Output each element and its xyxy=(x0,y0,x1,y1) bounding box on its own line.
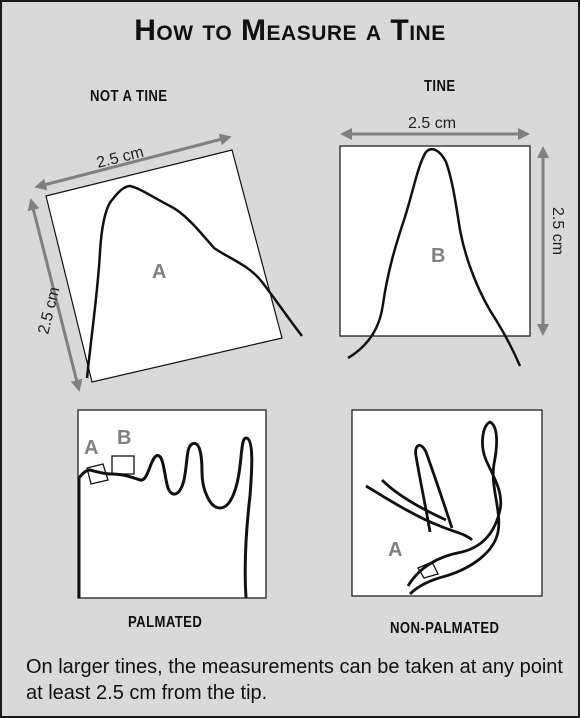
tine-marker-b: B xyxy=(431,245,445,267)
non-palmated-panel: A xyxy=(352,410,542,596)
tine-panel: 2.5 cm 2.5 cm B xyxy=(340,115,566,366)
tine-top-measure: 2.5 cm xyxy=(408,115,456,132)
palmated-panel: A B xyxy=(78,410,266,598)
palmated-marker-a: A xyxy=(84,437,98,459)
not-tine-top-measure: 2.5 cm xyxy=(95,144,146,172)
palmated-marker-b: B xyxy=(117,427,131,449)
tine-measure-square xyxy=(340,146,530,336)
non-palmated-marker-a: A xyxy=(388,539,402,561)
non-palmated-box xyxy=(352,410,542,596)
tine-side-measure: 2.5 cm xyxy=(549,207,566,255)
palmated-box xyxy=(78,410,266,598)
caption-text: On larger tines, the measurements can be… xyxy=(26,654,566,706)
not-tine-panel: 2.5 cm 2.5 cm A xyxy=(32,138,302,386)
not-tine-marker-a: A xyxy=(152,261,166,283)
